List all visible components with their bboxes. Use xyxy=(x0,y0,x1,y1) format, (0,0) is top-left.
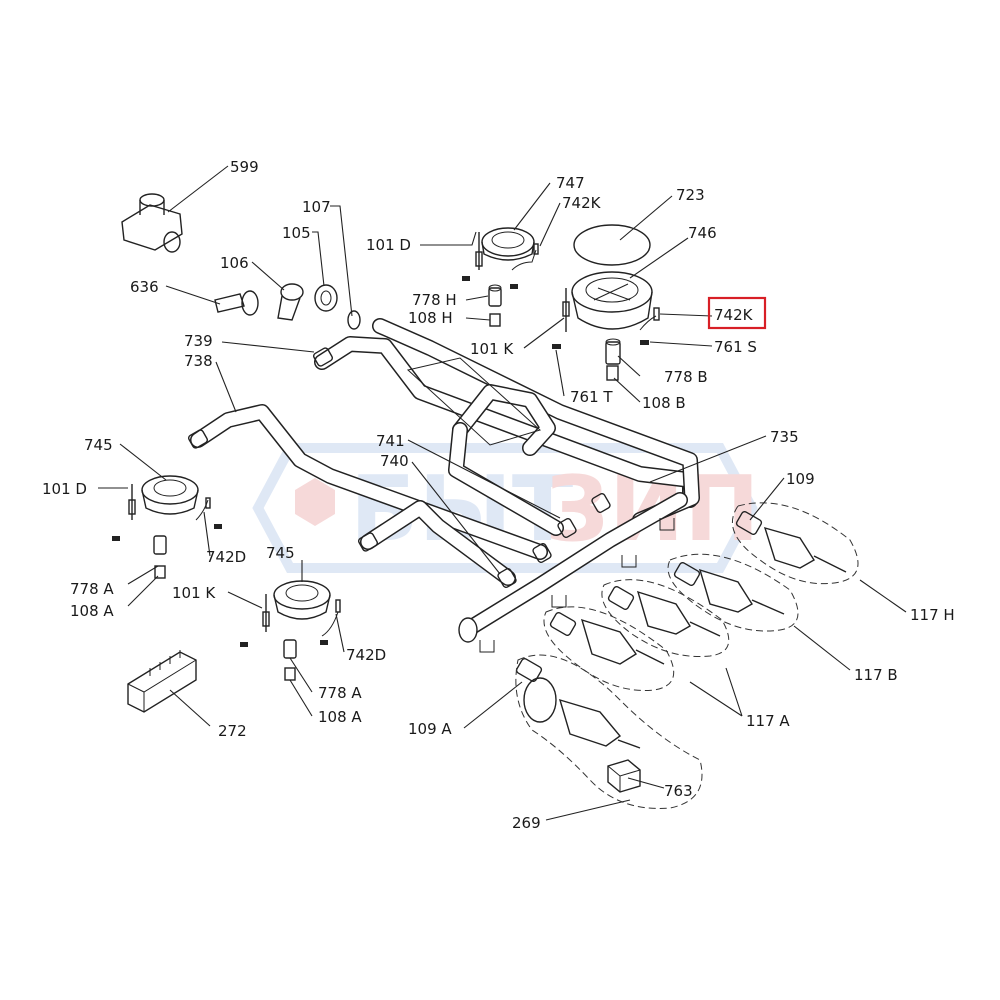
group-outline-117h xyxy=(731,502,859,585)
label-272: 272 xyxy=(218,722,247,740)
label-746: 746 xyxy=(688,224,717,242)
label-101k-top: 101 K xyxy=(470,340,514,358)
pipe-assembly xyxy=(187,318,700,653)
label-107: 107 xyxy=(302,198,331,216)
middle-burner-745 xyxy=(240,580,341,681)
label-723: 723 xyxy=(676,186,705,204)
connector-636 xyxy=(214,290,259,316)
label-761t: 761 T xyxy=(570,388,613,406)
ignition-block-272 xyxy=(127,650,197,713)
thermo-relay-763 xyxy=(607,759,641,793)
label-101d-left: 101 D xyxy=(42,480,87,498)
label-747: 747 xyxy=(556,174,585,192)
label-761s: 761 S xyxy=(714,338,757,356)
group-outline-117b-2 xyxy=(601,579,730,657)
label-108b: 108 B xyxy=(642,394,686,412)
gas-tap-109a xyxy=(515,657,641,749)
highlight-box-742k xyxy=(707,296,767,330)
label-778h: 778 H xyxy=(412,291,457,309)
leader-lines xyxy=(98,165,907,821)
label-108h: 108 H xyxy=(408,309,453,327)
label-741: 741 xyxy=(376,432,405,450)
label-105: 105 xyxy=(282,224,311,242)
group-outline-117a xyxy=(543,606,675,691)
watermark-hexagon-frame xyxy=(252,443,758,573)
watermark-hexagon-icon xyxy=(295,478,335,526)
label-106: 106 xyxy=(220,254,249,272)
label-269: 269 xyxy=(512,814,541,832)
label-745-mid: 745 xyxy=(266,544,295,562)
label-101d-top: 101 D xyxy=(366,236,411,254)
nut-105 xyxy=(314,284,338,312)
label-117h: 117 H xyxy=(910,606,955,624)
gas-tap-117a xyxy=(549,611,665,665)
label-742k-top: 742K xyxy=(562,194,602,212)
label-742d-left: 742D xyxy=(206,548,246,566)
group-outline-269 xyxy=(515,654,703,809)
seal-ring-107 xyxy=(347,310,361,330)
label-109: 109 xyxy=(786,470,815,488)
label-742d-mid: 742D xyxy=(346,646,386,664)
elbow-fitting-106 xyxy=(277,283,304,321)
part-labels: 599 107 105 106 636 101 D 747 742K 723 7… xyxy=(42,158,955,832)
label-738: 738 xyxy=(184,352,213,370)
label-599: 599 xyxy=(230,158,259,176)
label-101k-mid: 101 K xyxy=(172,584,216,602)
top-burner-747 xyxy=(462,227,539,327)
label-742k-highlighted: 742K xyxy=(714,306,754,324)
label-117b: 117 B xyxy=(854,666,898,684)
label-745-left: 745 xyxy=(84,436,113,454)
label-109a: 109 A xyxy=(408,720,452,738)
label-778a-mid: 778 A xyxy=(318,684,362,702)
gas-regulator-599 xyxy=(121,193,183,253)
label-108a-left: 108 A xyxy=(70,602,114,620)
gas-tap-117b-1 xyxy=(673,561,785,615)
label-740: 740 xyxy=(380,452,409,470)
label-636: 636 xyxy=(130,278,159,296)
label-778b: 778 B xyxy=(664,368,708,386)
left-burner-745 xyxy=(112,475,222,579)
gas-tap-117b-2 xyxy=(607,585,721,637)
label-108a-mid: 108 A xyxy=(318,708,362,726)
label-735: 735 xyxy=(770,428,799,446)
label-117a: 117 A xyxy=(746,712,790,730)
label-763: 763 xyxy=(664,782,693,800)
label-739: 739 xyxy=(184,332,213,350)
label-778a-left: 778 A xyxy=(70,580,114,598)
right-burner-746 xyxy=(552,224,660,381)
manifold-end-cap xyxy=(458,617,478,643)
